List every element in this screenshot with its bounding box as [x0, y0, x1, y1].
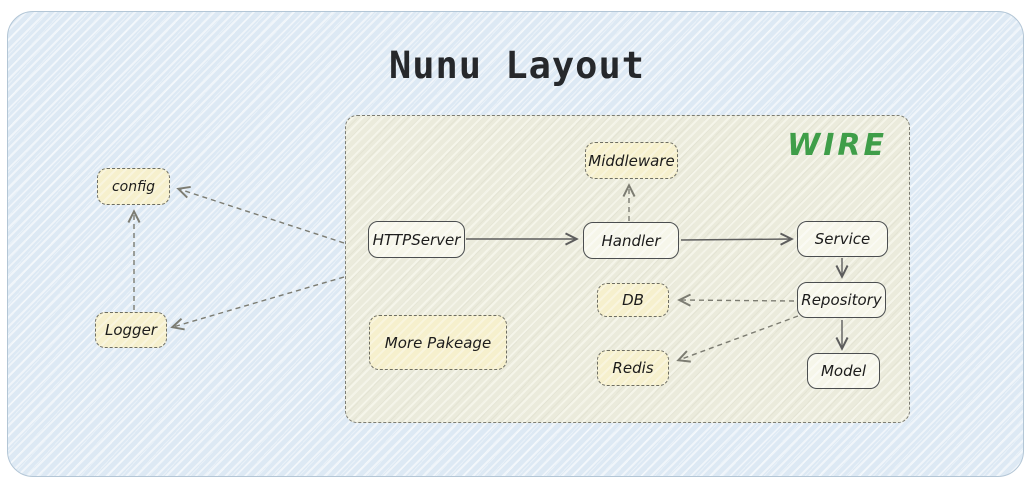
node-httpserver-label: HTTPServer: [372, 230, 461, 249]
node-model-label: Model: [820, 362, 867, 380]
node-model: Model: [807, 353, 880, 389]
node-repository: Repository: [797, 282, 886, 318]
node-config: config: [97, 168, 170, 205]
node-more-package: More Pakeage: [369, 315, 507, 370]
node-httpserver: HTTPServer: [368, 221, 465, 258]
node-service-label: Service: [814, 230, 871, 248]
node-db-label: DB: [622, 291, 644, 309]
wire-group-label: WIRE: [787, 128, 887, 163]
node-logger-label: Logger: [105, 321, 157, 339]
node-middleware: Middleware: [585, 142, 678, 179]
node-redis: Redis: [597, 350, 669, 386]
node-handler-label: Handler: [601, 231, 661, 250]
node-more-package-label: More Pakeage: [384, 333, 492, 352]
node-config-label: config: [111, 178, 156, 195]
node-redis-label: Redis: [612, 359, 654, 377]
node-repository-label: Repository: [801, 291, 882, 309]
node-db: DB: [597, 283, 669, 317]
node-middleware-label: Middleware: [588, 151, 675, 170]
node-handler: Handler: [583, 222, 679, 259]
node-logger: Logger: [95, 312, 167, 348]
diagram-title: Nunu Layout: [388, 44, 646, 87]
node-service: Service: [797, 221, 888, 257]
